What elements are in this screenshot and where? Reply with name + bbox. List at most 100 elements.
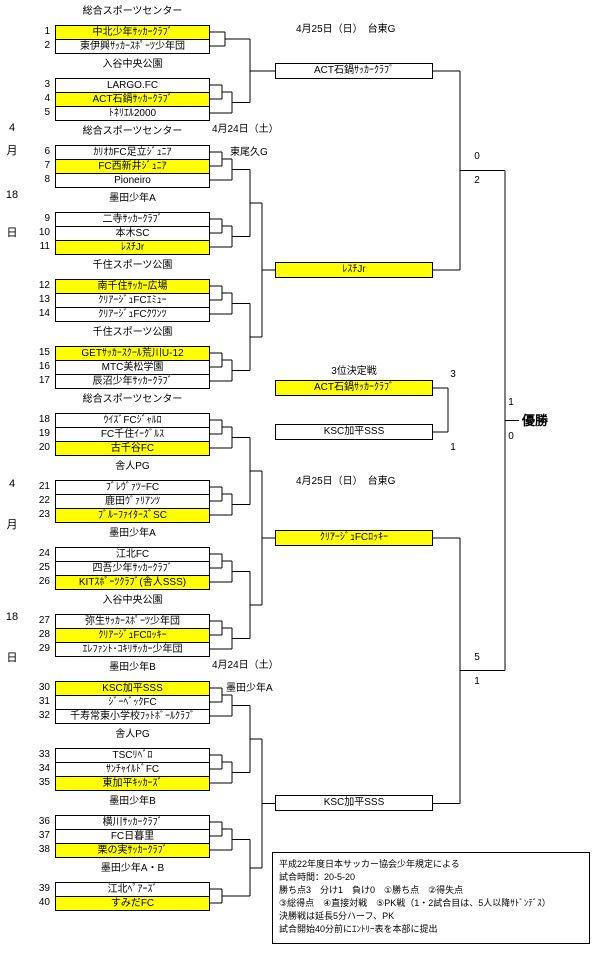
margin-date-char: 4 [8, 478, 16, 490]
team-number: 6 [44, 146, 50, 157]
team-number: 4 [44, 93, 50, 104]
team-box: GETｻｯｶｰｽｸｰﾙ荒川U-12 [55, 346, 210, 361]
team-box: 弥生ｻｯｶｰｽﾎﾟｰﾂ少年団 [55, 614, 210, 629]
score-label: 0 [474, 151, 480, 163]
team-number: 24 [38, 548, 50, 559]
venue-label: 入谷中央公園 [102, 595, 163, 606]
note-line: 試合時間：20-5-20 [279, 872, 356, 882]
team-number: 18 [38, 414, 50, 425]
score-label: 1 [450, 442, 456, 453]
venue-label: 舎人PG [115, 729, 150, 740]
venue-label: 墨田少年A [226, 683, 273, 694]
date-label: 4月25日（日） 台東G [296, 476, 396, 487]
team-number: 1 [44, 26, 50, 37]
team-number: 14 [38, 308, 50, 319]
margin-date-char: 日 [6, 652, 18, 664]
score-label: 3 [450, 369, 456, 380]
team-box: ｸﾘｱｰｼﾞｭFCﾛｯｷｰ [55, 628, 210, 643]
venue-label: 墨田少年A [109, 528, 156, 539]
team-number: 7 [44, 160, 50, 171]
team-number: 11 [39, 241, 50, 252]
team-number: 28 [38, 629, 50, 640]
team-box: KSC加平SSS [55, 681, 210, 696]
margin-date-char: 月 [6, 519, 18, 531]
date-label: 4月25日（日） 台東G [296, 24, 396, 35]
team-box: ｴﾚﾌｧﾝﾄ･ｺｷﾘｻｯｶｰ少年団 [55, 642, 210, 657]
score-label: 1 [508, 396, 514, 408]
semifinalist-box: KSC加平SSS [275, 795, 433, 812]
team-box: すみだFC [55, 896, 210, 911]
team-box: 江北FC [55, 547, 210, 562]
margin-date-char: 日 [6, 227, 18, 239]
venue-label: 舎人PG [115, 461, 150, 472]
score-label: 5 [474, 651, 480, 663]
team-box: ACT石鍋ｻｯｶｰｸﾗﾌﾞ [55, 92, 210, 107]
team-number: 35 [38, 777, 50, 788]
venue-label: 墨田少年A・B [100, 863, 165, 874]
team-box: 横川ｻｯｶｰｸﾗﾌﾞ [55, 815, 210, 830]
team-number: 21 [38, 481, 50, 492]
team-box: KITｽﾎﾟｰﾂｸﾗﾌﾞ(舎人SSS) [55, 575, 210, 590]
venue-label: 墨田少年B [109, 662, 156, 673]
team-box: 中北少年ｻｯｶｰｸﾗﾌﾞ [55, 25, 210, 40]
team-number: 8 [44, 174, 50, 185]
team-number: 33 [38, 749, 50, 760]
team-number: 9 [44, 213, 50, 224]
team-number: 17 [38, 375, 50, 386]
team-box: ｼﾞｰﾍﾞｯｸFC [55, 695, 210, 710]
team-box: 栗の実ｻｯｶｰｸﾗﾌﾞ [55, 843, 210, 858]
team-box: 東伊興ｻｯｶｰｽﾎﾟｰﾂ少年団 [55, 39, 210, 54]
team-number: 12 [38, 280, 50, 291]
team-box: 古千谷FC [55, 441, 210, 456]
team-box: 東加平ｷｯｶｰｽﾞ [55, 776, 210, 791]
team-box: 千寿常東小学校ﾌｯﾄﾎﾞｰﾙｸﾗﾌﾞ [55, 709, 210, 724]
team-number: 25 [38, 562, 50, 573]
team-number: 10 [38, 227, 50, 238]
team-number: 38 [38, 844, 50, 855]
team-number: 19 [38, 428, 50, 439]
team-box: 江北ﾍﾟｱｰｽﾞ [55, 882, 210, 897]
team-number: 23 [38, 509, 50, 520]
team-number: 3 [44, 79, 50, 90]
team-number: 40 [38, 897, 50, 908]
team-number: 22 [38, 495, 50, 506]
venue-label: 千住スポーツ公園 [92, 327, 173, 338]
team-box: 辰沼少年ｻｯｶｰｸﾗﾌﾞ [55, 374, 210, 389]
team-number: 27 [38, 615, 50, 626]
team-box: ｳｲｽﾞFCｼﾞｬﾙﾛ [55, 413, 210, 428]
third-place-title: 3位決定戦 [331, 366, 377, 377]
team-box: ｶﾘｵｶFC足立ｼﾞｭﾆｱ [55, 145, 210, 160]
team-box: ﾄﾈﾘｴﾙ2000 [55, 106, 210, 121]
margin-date-char: 月 [6, 145, 18, 157]
venue-label: 墨田少年B [109, 796, 156, 807]
team-number: 39 [38, 883, 50, 894]
team-box: ｸﾘｱｰｼﾞｭFCｴﾐｭｰ [55, 293, 210, 308]
team-number: 31 [38, 696, 50, 707]
team-box: 鹿田ｳﾞｧﾘｱﾝﾂ [55, 494, 210, 509]
note-line: ③総得点 ④直接対戦 ⑤PK戦（1・2試合目は、5人以降ｻﾄﾞﾝﾃﾞｽ） [279, 898, 551, 908]
team-number: 34 [38, 763, 50, 774]
venue-label: 千住スポーツ公園 [92, 260, 173, 271]
third-place-box: ACT石鍋ｻｯｶｰｸﾗﾌﾞ [275, 380, 433, 396]
third-place-box: KSC加平SSS [275, 424, 433, 440]
team-box: MTC美松学園 [55, 360, 210, 375]
team-number: 2 [44, 40, 50, 51]
team-number: 30 [38, 682, 50, 693]
team-box: 本木SC [55, 226, 210, 241]
team-number: 36 [38, 816, 50, 827]
team-box: LARGO.FC [55, 78, 210, 93]
team-box: FC西新井ｼﾞｭﾆｱ [55, 159, 210, 174]
note-line: 勝ち点3 分け1 負け0 ①勝ち点 ②得失点 [279, 885, 464, 895]
team-number: 29 [38, 643, 50, 654]
venue-label: 墨田少年A [109, 193, 156, 204]
team-number: 5 [44, 107, 50, 118]
team-box: 四吾少年ｻｯｶｰｸﾗﾌﾞ [55, 561, 210, 576]
venue-label: 東尾久G [230, 147, 268, 158]
margin-date-char: 18 [5, 189, 19, 201]
venue-label: 総合スポーツセンター [82, 394, 183, 405]
score-label: 1 [474, 675, 480, 687]
margin-date-char: 4 [8, 122, 16, 134]
date-label: 4月24日（土） [212, 124, 279, 135]
